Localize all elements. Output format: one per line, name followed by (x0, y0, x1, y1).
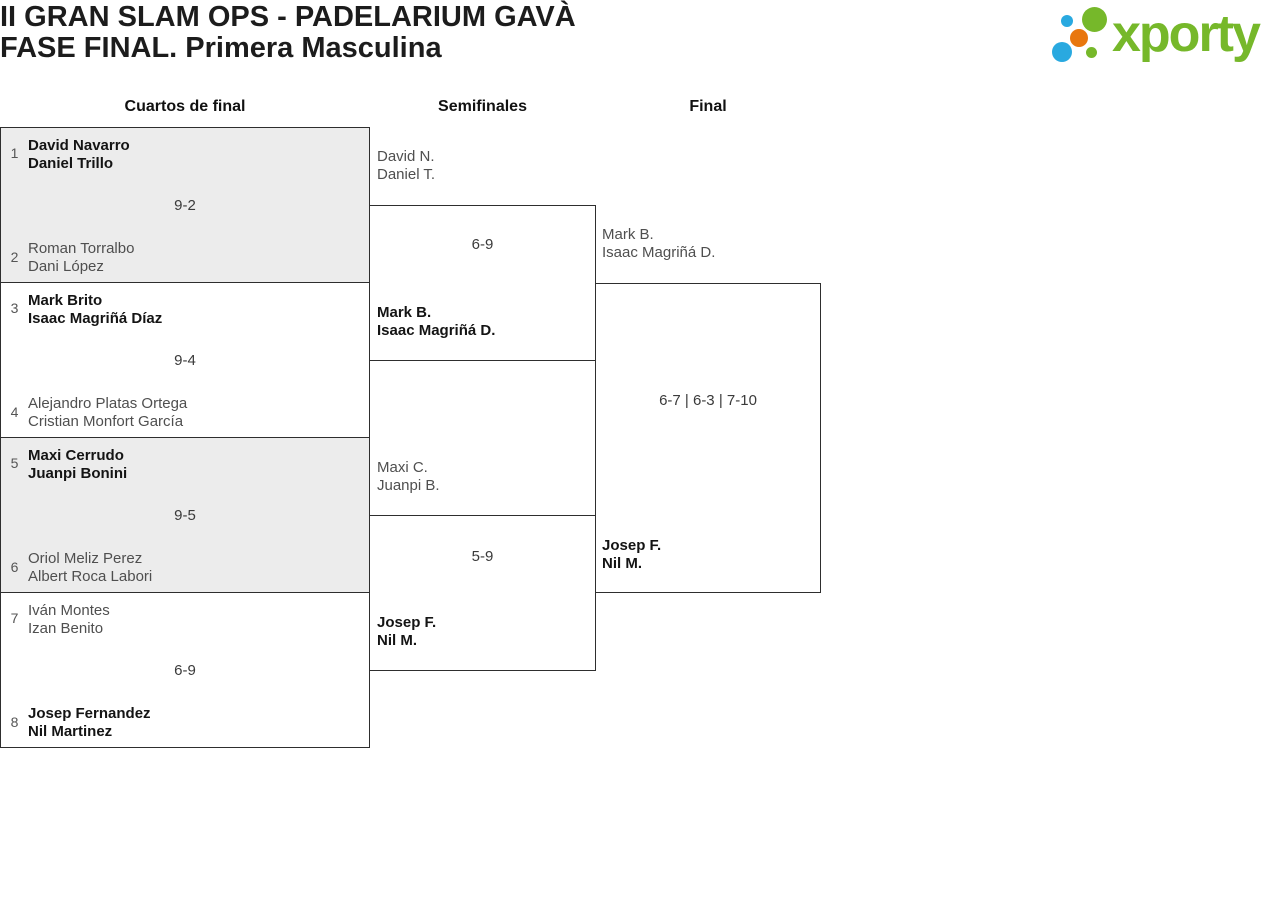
match-score: 9-2 (174, 197, 196, 214)
player-name: Nil M. (377, 631, 417, 649)
player-name: Nil Martinez (28, 722, 113, 740)
page-title: II GRAN SLAM OPS - PADELARIUM GAVÀ FASE … (0, 2, 576, 64)
team-pair: Mark B. Isaac Magriñá D. (377, 304, 495, 339)
player-name: Josep Fernandez (28, 705, 151, 722)
logo-dot-small-green-icon (1086, 47, 1097, 58)
semifinal-match-2[interactable] (369, 515, 596, 671)
player-name: Juanpi Bonini (28, 464, 128, 482)
team-pair: Alejandro Platas Ortega Cristian Monfort… (28, 395, 187, 430)
team-pair: Oriol Meliz Perez Albert Roca Labori (28, 550, 152, 585)
quarterfinal-match-2[interactable]: 3 Mark Brito Isaac Magriñá Díaz 9-4 4 Al… (0, 282, 370, 438)
team-pair: Josep F. Nil M. (377, 614, 436, 649)
team-pair: Maxi Cerrudo Juanpi Bonini (28, 447, 127, 482)
quarterfinal-match-1[interactable]: 1 David Navarro Daniel Trillo 9-2 2 Roma… (0, 127, 370, 283)
player-name: David N. (377, 148, 435, 165)
player-name: Isaac Magriñá D. (602, 243, 716, 261)
logo-wordmark: xporty (1112, 5, 1261, 63)
team-pair: Iván Montes Izan Benito (28, 602, 110, 637)
player-name: Josep F. (377, 614, 437, 631)
quarterfinal-match-3[interactable]: 5 Maxi Cerrudo Juanpi Bonini 9-5 6 Oriol… (0, 437, 370, 593)
player-name: Nil M. (602, 554, 642, 572)
seed-number: 3 (10, 300, 19, 316)
player-name: Cristian Monfort García (28, 412, 184, 430)
team-pair: Maxi C. Juanpi B. (377, 459, 440, 494)
round-header-final: Final (689, 98, 727, 115)
player-name: Oriol Meliz Perez (28, 550, 143, 567)
player-name: Mark B. (602, 226, 654, 243)
final-match[interactable] (595, 283, 821, 593)
player-name: Mark Brito (28, 292, 103, 309)
match-score: 6-7 | 6-3 | 7-10 (659, 392, 757, 409)
player-name: Roman Torralbo (28, 240, 135, 257)
player-name: Isaac Magriñá D. (377, 321, 496, 339)
match-score: 6-9 (471, 236, 494, 253)
player-name: Isaac Magriñá Díaz (28, 309, 163, 327)
seed-number: 5 (10, 455, 19, 471)
player-name: Iván Montes (28, 602, 110, 619)
player-name: Josep F. (602, 537, 662, 554)
player-name: Albert Roca Labori (28, 567, 153, 585)
player-name: Dani López (28, 257, 104, 275)
team-pair: David Navarro Daniel Trillo (28, 137, 130, 172)
round-header-semifinals: Semifinales (438, 98, 527, 115)
player-name: Mark B. (377, 304, 432, 321)
seed-number: 1 (10, 145, 19, 161)
team-pair: Mark B. Isaac Magriñá D. (602, 226, 715, 261)
match-score: 5-9 (471, 548, 494, 565)
logo-dot-large-blue-icon (1052, 42, 1072, 62)
seed-number: 6 (10, 559, 19, 575)
quarterfinal-match-4[interactable]: 7 Iván Montes Izan Benito 6-9 8 Josep Fe… (0, 592, 370, 748)
seed-number: 8 (10, 714, 19, 730)
team-pair: David N. Daniel T. (377, 148, 435, 183)
player-name: Juanpi B. (377, 476, 440, 494)
player-name: Alejandro Platas Ortega (28, 395, 188, 412)
logo-dot-orange-icon (1070, 29, 1088, 47)
seed-number: 7 (10, 610, 19, 626)
team-pair: Mark Brito Isaac Magriñá Díaz (28, 292, 162, 327)
player-name: David Navarro (28, 137, 130, 154)
logo-dot-large-green-icon (1082, 7, 1107, 32)
team-pair: Josep Fernandez Nil Martinez (28, 705, 151, 740)
player-name: Daniel Trillo (28, 154, 114, 172)
round-header-quarterfinals: Cuartos de final (124, 98, 246, 115)
match-score: 9-5 (174, 507, 196, 524)
title-line-2: FASE FINAL. Primera Masculina (0, 32, 442, 64)
match-score: 9-4 (174, 352, 196, 369)
team-pair: Roman Torralbo Dani López (28, 240, 134, 275)
seed-number: 4 (10, 404, 19, 420)
seed-number: 2 (10, 249, 19, 265)
player-name: Daniel T. (377, 165, 436, 183)
team-pair: Josep F. Nil M. (602, 537, 661, 572)
match-score: 6-9 (174, 662, 196, 679)
player-name: Maxi Cerrudo (28, 447, 124, 464)
logo-dot-small-blue-icon (1061, 15, 1073, 27)
player-name: Maxi C. (377, 459, 428, 476)
player-name: Izan Benito (28, 619, 104, 637)
title-line-1: II GRAN SLAM OPS - PADELARIUM GAVÀ (0, 1, 576, 33)
